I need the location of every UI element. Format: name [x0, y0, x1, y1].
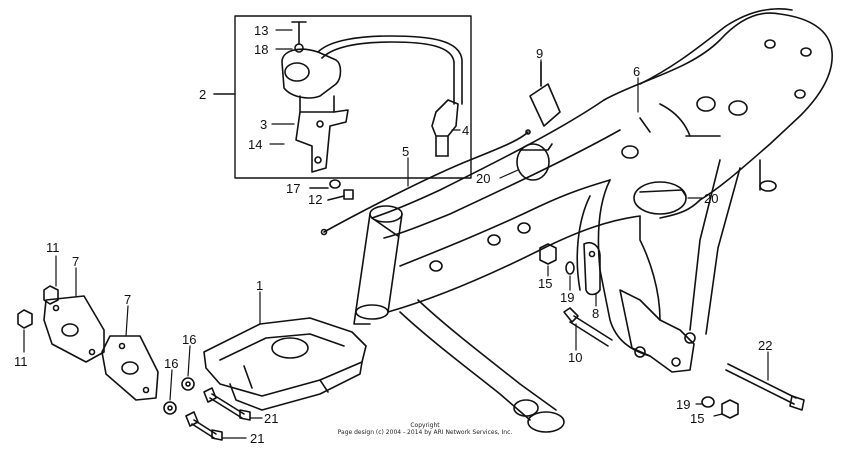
copyright-notice: Copyright Page design (c) 2004 - 2014 by… [0, 422, 850, 436]
callout-12: 12 [308, 192, 322, 207]
callout-13: 13 [254, 23, 268, 38]
copyright-line-2: Page design (c) 2004 - 2014 by ARI Netwo… [337, 429, 513, 436]
callout-21-bottom: 21 [250, 431, 264, 446]
nuts-11 [17, 285, 59, 329]
bolt-17-12 [309, 179, 354, 201]
callout-20-left: 20 [476, 171, 490, 186]
callout-11-bottom: 11 [14, 354, 28, 369]
nut-15-washer-19 [539, 243, 575, 275]
label-sticker [529, 61, 561, 127]
callout-7-left: 7 [72, 254, 79, 269]
callout-2: 2 [199, 87, 206, 102]
callout-19-right: 19 [676, 397, 690, 412]
callout-18: 18 [254, 42, 268, 57]
callout-8: 8 [592, 306, 599, 321]
motorcycle-frame [353, 7, 833, 433]
callout-labels: 13 18 2 3 14 4 5 17 12 20 9 6 20 11 7 11… [14, 23, 772, 446]
callout-9: 9 [536, 46, 543, 61]
bolt-10 [563, 307, 613, 347]
callout-16-top: 16 [182, 332, 196, 347]
callout-21-top: 21 [264, 411, 278, 426]
callout-6: 6 [633, 64, 640, 79]
callout-15-left: 15 [538, 276, 552, 291]
callout-19-left: 19 [560, 290, 574, 305]
ignition-coil-box [213, 15, 472, 179]
cable [320, 129, 531, 236]
skid-plate [203, 317, 367, 411]
callout-17: 17 [286, 181, 300, 196]
brackets-7 [43, 295, 159, 401]
callout-3: 3 [260, 117, 267, 132]
callout-7-right: 7 [124, 292, 131, 307]
bolt-22 [725, 363, 805, 411]
callout-16-bottom: 16 [164, 356, 178, 371]
leader-lines [23, 29, 769, 439]
callout-1: 1 [256, 278, 263, 293]
callout-20-right: 20 [704, 191, 718, 206]
callout-22: 22 [758, 338, 772, 353]
copyright-line-1: Copyright [410, 422, 440, 429]
spark-plug-cap [431, 99, 459, 157]
band-clamp-left [516, 143, 553, 181]
callout-15-right: 15 [690, 411, 704, 426]
bracket-8 [583, 241, 601, 296]
washers-16 [163, 377, 195, 415]
callout-4: 4 [462, 123, 469, 138]
callout-10: 10 [568, 350, 582, 365]
callout-11-top: 11 [46, 240, 60, 255]
callout-14: 14 [248, 137, 262, 152]
ignition-coil [281, 21, 463, 173]
callout-5: 5 [402, 144, 409, 159]
band-clamp-right [633, 181, 687, 215]
bolts-21 [185, 387, 251, 441]
